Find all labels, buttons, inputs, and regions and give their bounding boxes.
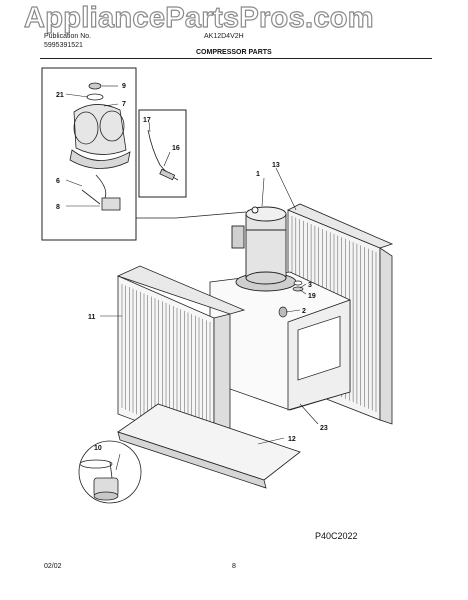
base-tray: [117, 403, 301, 489]
page-number: 8: [232, 563, 236, 570]
compressor-detail-inset: [41, 67, 137, 241]
sensor-detail-inset: [138, 109, 187, 198]
callout-16: 16: [172, 145, 180, 152]
publication-label: Publication No.: [44, 33, 92, 40]
drawing-code: P40C2022: [315, 531, 358, 541]
base-frame: [209, 271, 351, 411]
capacitor-detail: [78, 440, 142, 504]
mount-hardware: [278, 280, 304, 318]
inset-compressor: [69, 82, 131, 211]
footer-date: 02/02: [44, 563, 62, 570]
publication-number: 5995391521: [44, 42, 83, 49]
callout-8: 8: [56, 204, 60, 211]
callout-2: 2: [302, 308, 306, 315]
inset-sensor: [147, 129, 179, 181]
watermark: AppliancePartsPros.com: [23, 1, 374, 34]
callout-23: 23: [320, 425, 328, 432]
callout-21: 21: [56, 92, 64, 99]
callout-7: 7: [122, 101, 126, 108]
callout-19: 19: [308, 293, 316, 300]
callout-9: 9: [122, 83, 126, 90]
callout-6: 6: [56, 178, 60, 185]
callout-3: 3: [308, 282, 312, 289]
callout-13: 12: [288, 436, 296, 443]
section-title: COMPRESSOR PARTS: [196, 49, 272, 56]
header-rule: [40, 58, 432, 59]
model-number: AK12D4V2H: [204, 33, 244, 40]
inset-leader-line: [136, 211, 247, 219]
callout-17: 17: [143, 117, 151, 124]
callout-10: 10: [94, 445, 102, 452]
compressor: [231, 206, 297, 292]
callout-11: 11: [88, 314, 96, 321]
callout-1: 1: [256, 171, 260, 178]
leader-lines: [65, 85, 319, 471]
callout-12: 13: [272, 162, 280, 169]
